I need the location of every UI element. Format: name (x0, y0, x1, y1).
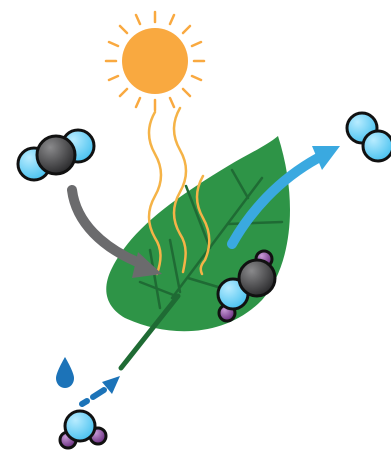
sun-icon (106, 12, 204, 110)
h2o-molecule-icon (60, 411, 106, 448)
oxygen-atom (65, 411, 95, 441)
water-drop-icon (56, 357, 74, 388)
oxygen-atom (363, 131, 391, 161)
o2-molecule-icon (347, 113, 391, 161)
co2-molecule-icon (18, 130, 94, 180)
leaf-blade (106, 136, 290, 331)
carbon-atom (37, 136, 75, 174)
water-arrow (82, 376, 120, 404)
sun-disc (122, 28, 188, 94)
carbon-atom (239, 260, 275, 296)
